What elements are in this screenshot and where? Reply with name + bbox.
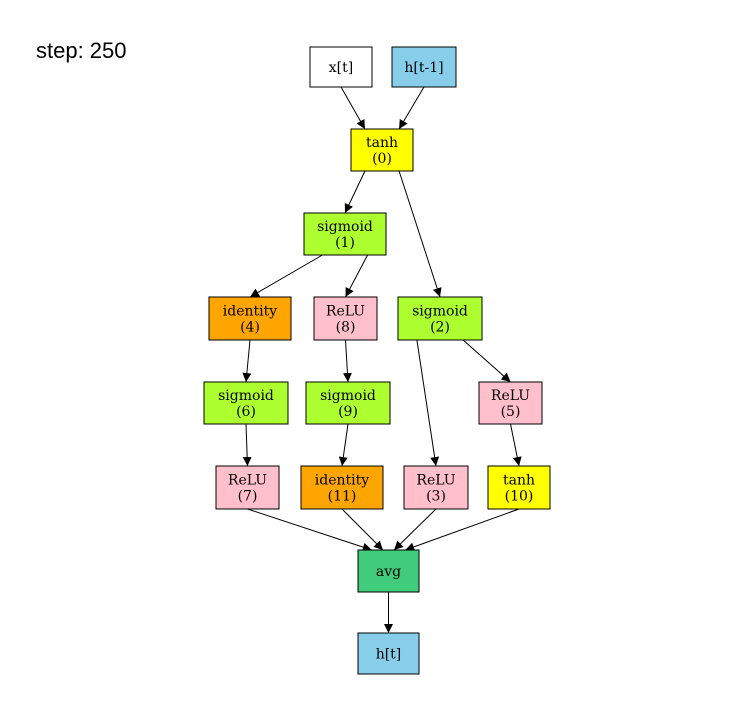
node-avg: avg (357, 549, 420, 593)
node-n11: identity(11) (300, 465, 384, 510)
node-op-label: tanh (366, 135, 398, 151)
edge-n4-to-n6 (242, 339, 252, 383)
node-box (300, 465, 384, 510)
node-op-label: ReLU (228, 473, 267, 489)
edge-n1-to-n4 (249, 254, 323, 298)
node-op-label: h[t-1] (404, 60, 443, 76)
edge-n7-to-avg (247, 508, 372, 552)
node-box (203, 381, 289, 425)
node-n1: sigmoid(1) (303, 212, 387, 256)
node-index-label: (0) (372, 151, 392, 167)
node-xt: x[t] (309, 46, 373, 88)
node-box (397, 296, 483, 341)
node-ht1: h[t-1] (391, 46, 457, 88)
step-label: step: 250 (36, 38, 127, 63)
node-index-label: (10) (505, 489, 534, 505)
node-op-label: sigmoid (412, 304, 468, 320)
node-index-label: (8) (336, 320, 356, 336)
node-op-label: ReLU (326, 304, 365, 320)
node-box (403, 465, 469, 510)
node-box (305, 381, 391, 425)
node-n3: ReLU(3) (403, 465, 469, 510)
node-n4: identity(4) (208, 296, 292, 341)
edge-n11-to-avg (341, 508, 384, 551)
node-box (391, 46, 457, 88)
node-index-label: (2) (430, 320, 450, 336)
node-box (350, 128, 414, 172)
node-op-label: identity (223, 304, 277, 320)
node-box (357, 549, 420, 593)
node-ht: h[t] (357, 632, 420, 675)
node-box (208, 296, 292, 341)
node-index-label: (9) (338, 404, 358, 420)
node-n7: ReLU(7) (215, 465, 280, 510)
node-box (487, 465, 551, 510)
node-index-label: (7) (238, 489, 258, 505)
node-index-label: (11) (328, 489, 357, 505)
node-box (309, 46, 373, 88)
edge-n2-to-n3 (416, 339, 440, 467)
node-op-label: tanh (503, 473, 535, 489)
node-box (478, 381, 543, 425)
node-op-label: sigmoid (218, 388, 274, 404)
edge-ht1-to-n0 (398, 86, 425, 130)
node-n6: sigmoid(6) (203, 381, 289, 425)
edge-n8-to-n9 (342, 339, 352, 383)
node-box (357, 632, 420, 675)
node-op-label: avg (376, 564, 401, 580)
node-index-label: (5) (501, 404, 521, 420)
edge-n1-to-n8 (345, 254, 368, 298)
node-box (215, 465, 280, 510)
node-op-label: sigmoid (317, 219, 373, 235)
edge-n3-to-avg (393, 508, 437, 551)
edge-n10-to-avg (405, 508, 520, 552)
node-op-label: ReLU (491, 388, 530, 404)
node-index-label: (6) (236, 404, 256, 420)
node-op-label: x[t] (329, 60, 353, 76)
node-n5: ReLU(5) (478, 381, 543, 425)
node-n0: tanh(0) (350, 128, 414, 172)
node-op-label: sigmoid (320, 388, 376, 404)
edge-n6-to-n7 (242, 423, 252, 467)
node-box (313, 296, 378, 341)
edge-xt-to-n0 (340, 86, 366, 130)
node-index-label: (1) (335, 235, 355, 251)
node-box (303, 212, 387, 256)
node-n9: sigmoid(9) (305, 381, 391, 425)
node-op-label: identity (315, 473, 369, 489)
edge-n5-to-n10 (510, 423, 522, 467)
edge-n2-to-n5 (462, 339, 511, 383)
node-n8: ReLU(8) (313, 296, 378, 341)
node-op-label: h[t] (376, 647, 402, 663)
node-index-label: (3) (426, 489, 446, 505)
edge-n9-to-n11 (338, 423, 349, 467)
node-op-label: ReLU (416, 473, 455, 489)
node-n10: tanh(10) (487, 465, 551, 510)
edge-n0-to-n1 (344, 170, 366, 214)
node-index-label: (4) (240, 320, 260, 336)
node-n2: sigmoid(2) (397, 296, 483, 341)
edge-n0-to-n2 (398, 170, 442, 298)
